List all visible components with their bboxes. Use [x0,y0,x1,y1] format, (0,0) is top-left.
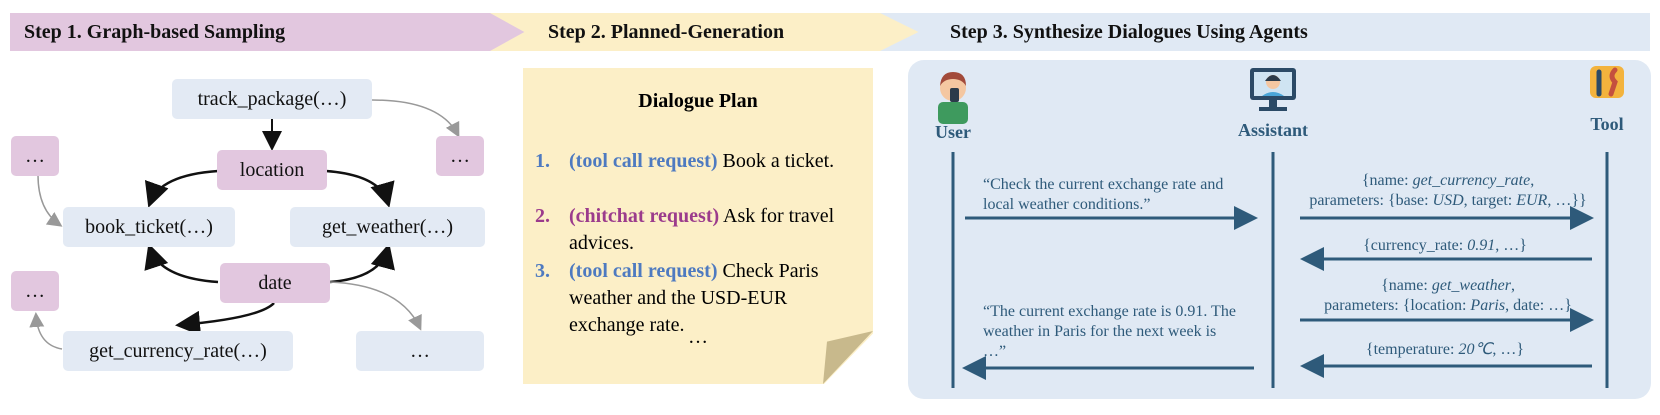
graph-edges [29,99,460,350]
tool-call-weather: {name: get_weather, parameters: {locatio… [1324,277,1572,314]
node-get-currency-rate: get_currency_rate(…) [63,331,293,371]
plan-item-number: 2. [535,205,550,227]
step3-banner: Step 3. Synthesize Dialogues Using Agent… [880,13,1650,51]
node-get-weather: get_weather(…) [290,207,485,247]
user-icon [938,72,968,124]
edge-date-book [144,243,219,284]
edge-ellipsis-book [37,174,63,227]
function-name: get_currency_rate [1412,172,1531,189]
plan-item-text: Check Paris weather and the USD-EUR exch… [569,260,819,336]
plan-item-tag: (chitchat request) [569,205,720,227]
step2-label: Step 2. Planned-Generation [548,20,785,43]
tool-label: Tool [1590,114,1624,134]
edge-date-currency [175,302,275,336]
plan-item-tag: (tool call request) [569,260,718,282]
tool-call-currency: {name: get_currency_rate, parameters: {b… [1309,172,1587,209]
edge-location-weather [325,169,395,208]
node-ellipsis-1: … [11,136,59,176]
step1-banner: Step 1. Graph-based Sampling [10,13,530,51]
node-ellipsis-3: … [11,271,59,311]
plan-item-text: Ask for travel advices. [569,205,835,254]
plan-item-2: 2. (chitchat request) Ask for travel adv… [535,203,835,257]
step1-label: Step 1. Graph-based Sampling [24,20,286,43]
edge-location-book [144,169,219,208]
plan-item-tag: (tool call request) [569,150,718,172]
plan-item-number: 3. [535,260,550,282]
plan-item-text: Book a ticket. [717,150,835,172]
assistant-label: Assistant [1237,120,1308,140]
step3-label: Step 3. Synthesize Dialogues Using Agent… [950,20,1308,43]
node-date: date [220,263,330,303]
plan-item-number: 1. [535,150,550,172]
tool-response-weather: {temperature: 20℃, …} [1365,341,1525,358]
node-location: location [217,150,327,190]
node-track-package: track_package(…) [172,79,372,119]
node-ellipsis-2: … [436,136,484,176]
assistant-reply: “The current exchange rate is 0.91. The … [983,303,1236,360]
edge-date-ellipsis [329,281,422,331]
agents-panel [908,60,1651,399]
plan-item-1: 1. (tool call request) Book a ticket. [535,148,835,175]
edge-track-ellipsis [371,99,460,138]
plan-ellipsis: … [688,326,708,348]
tool-icon [1590,66,1624,98]
plan-item-3: 3. (tool call request) Check Paris weath… [535,258,835,339]
step2-banner: Step 2. Planned-Generation [490,13,920,51]
node-ellipsis-4: … [356,331,484,371]
function-name: get_weather [1431,277,1511,294]
assistant-icon [1250,68,1296,111]
plan-title: Dialogue Plan [638,90,758,112]
edge-currency-ellipsis [29,312,63,350]
node-book-ticket: book_ticket(…) [63,207,235,247]
tool-response-currency: {currency_rate: 0.91, …} [1363,237,1527,254]
dialogue-plan-note: Dialogue Plan 1. (tool call request) Boo… [523,68,873,384]
user-label: User [935,122,971,142]
edge-date-weather [329,243,395,284]
user-message: “Check the current exchange rate and loc… [983,176,1224,213]
